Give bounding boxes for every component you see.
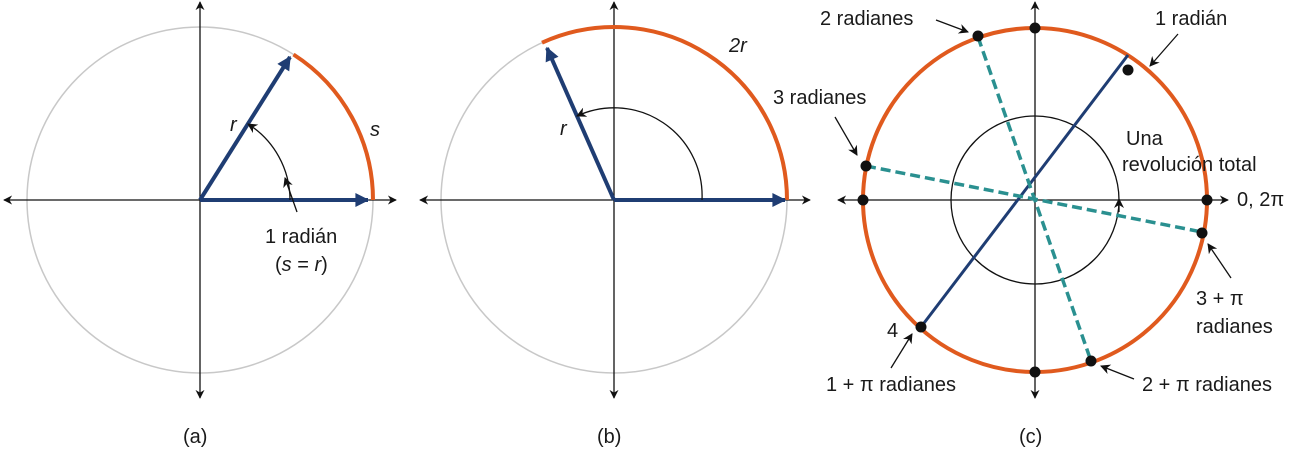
panel-c-label-revolution-2: revolución total — [1122, 154, 1257, 176]
panel-c: 1 radián 2 radianes 3 radianes Una revol… — [773, 1, 1284, 448]
panel-a-label-pointer — [283, 177, 298, 213]
panel-c-point-top — [1029, 22, 1041, 34]
panel-b-caption: (b) — [597, 426, 621, 448]
panel-a-arc-s — [292, 52, 375, 201]
panel-c-pointer-2-rad — [935, 19, 969, 34]
panel-a-caption: (a) — [183, 426, 207, 448]
panel-c-line-1-rad — [919, 54, 1130, 328]
panel-b-label-r: r — [560, 118, 568, 140]
panel-c-label-3-pi-2: radianes — [1196, 316, 1273, 338]
panel-c-label-4: 4 — [887, 320, 898, 342]
panel-c-point-0 — [1201, 194, 1213, 206]
panel-c-dashed-3-rad — [865, 164, 1203, 234]
panel-c-label-1-pi: 1 + π radianes — [826, 374, 956, 396]
panel-a: r s 1 radián (s = r) (a) — [3, 1, 397, 448]
panel-c-pointer-2-pi — [1100, 364, 1135, 380]
panel-b-angle-arc — [576, 107, 703, 201]
panel-b-arc-2r — [541, 25, 789, 201]
panel-c-label-1-rad: 1 radián — [1155, 8, 1227, 30]
panel-c-label-zero-2pi: 0, 2π — [1237, 189, 1284, 211]
panel-c-pointer-3-pi — [1207, 243, 1232, 279]
panel-b-vector-r — [545, 46, 616, 201]
panel-c-point-2-pi — [1085, 355, 1097, 367]
panel-c-point-1-rad — [1122, 64, 1134, 76]
panel-a-angle-equation: (s = r) — [275, 254, 328, 276]
panel-c-label-revolution-1: Una — [1126, 128, 1164, 150]
panel-c-pointer-1-rad — [1149, 33, 1179, 67]
panel-c-point-3-pi — [1196, 227, 1208, 239]
panel-c-point-pi — [857, 194, 869, 206]
panel-c-pointer-1-pi — [890, 333, 913, 369]
panel-a-label-r: r — [230, 114, 238, 136]
panel-c-point-3-rad — [860, 160, 872, 172]
panel-c-point-1-pi — [915, 321, 927, 333]
panel-c-pointer-3-rad — [834, 116, 858, 156]
panel-a-label-s: s — [370, 119, 380, 141]
panel-c-label-3-pi-1: 3 + π — [1196, 288, 1244, 310]
panel-a-vector-r — [198, 55, 292, 202]
panel-c-caption: (c) — [1019, 426, 1042, 448]
panel-c-point-2-rad — [972, 30, 984, 42]
panel-a-angle-label: 1 radián — [265, 226, 337, 248]
panel-a-angle-arc — [247, 123, 291, 201]
panel-b-label-2r: 2r — [728, 35, 748, 57]
panel-b: r 2r (b) — [419, 1, 811, 448]
panel-c-label-2-rad: 2 radianes — [820, 8, 913, 30]
panel-c-label-2-pi: 2 + π radianes — [1142, 374, 1272, 396]
panel-c-point-bottom — [1029, 366, 1041, 378]
panel-c-label-3-rad: 3 radianes — [773, 87, 866, 109]
